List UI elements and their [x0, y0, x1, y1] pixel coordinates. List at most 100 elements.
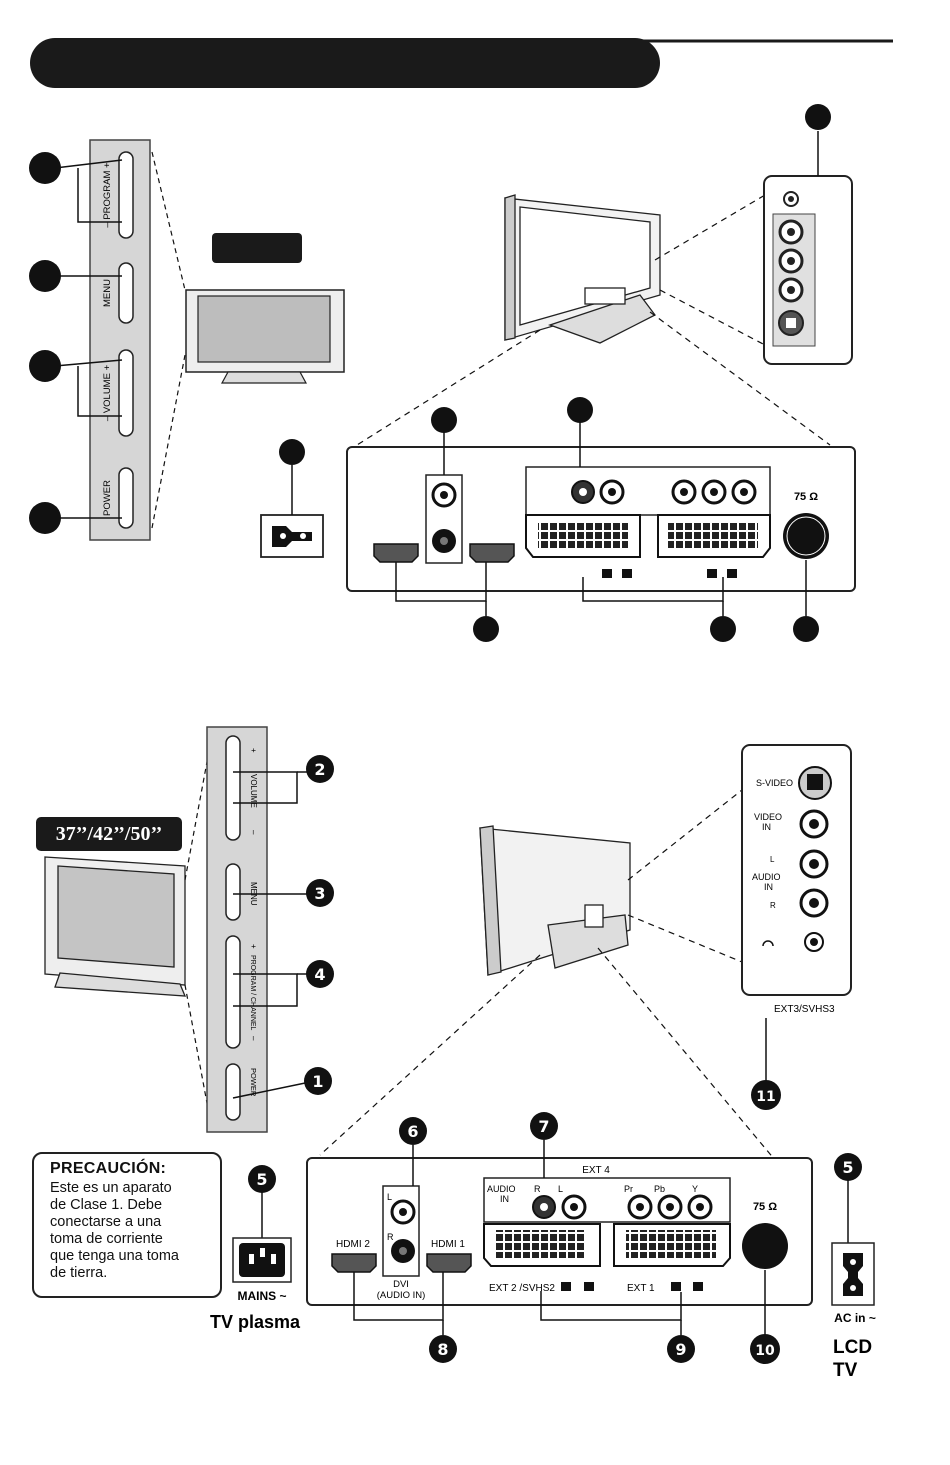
video-label: VIDEO	[754, 812, 782, 822]
antenna-label: 75 Ω	[794, 491, 818, 503]
callout-dot	[29, 260, 61, 292]
tv-model-badge	[212, 233, 302, 263]
antenna-port	[742, 1223, 788, 1269]
mains-label: MAINS ~	[237, 1289, 286, 1303]
audio-r-label: R	[770, 901, 776, 910]
callout-number: 10	[755, 1343, 775, 1359]
dvi-audio-in-label: (AUDIO IN)	[377, 1290, 426, 1301]
video-in-label: IN	[762, 822, 771, 832]
callout-7: 7	[530, 1112, 558, 1140]
antenna-label: 75 Ω	[753, 1201, 777, 1213]
callout-dot	[805, 104, 831, 130]
program-channel-label: PROGRAM / CHANNEL	[249, 955, 256, 1031]
ext4-label: EXT 4	[582, 1165, 610, 1176]
top-keypad: – PROGRAM + MENU – VOLUME + POWER	[29, 139, 151, 541]
ext4-l-label: L	[558, 1184, 563, 1194]
callout-8: 8	[429, 1335, 457, 1363]
ext4-pr-label: Pr	[624, 1184, 633, 1194]
callout-number: 5	[256, 1170, 267, 1189]
hdmi2-port	[331, 1253, 377, 1273]
callout-dot	[793, 616, 819, 642]
ext4-audio-label: AUDIO	[487, 1184, 516, 1194]
tv-front-illustration	[185, 233, 345, 384]
callout-1: 1	[304, 1067, 332, 1095]
audio-l-label: L	[770, 855, 775, 864]
callout-9: 9	[667, 1335, 695, 1363]
tv-label: TV	[833, 1360, 858, 1381]
dvi-l-label: L	[387, 1192, 392, 1202]
ext2-label: EXT 2 /SVHS2	[489, 1283, 555, 1294]
power-label: POWER	[249, 1068, 258, 1097]
volume-button[interactable]	[225, 735, 241, 841]
bottom-keypad: + VOLUME – MENU + PROGRAM / CHANNEL – PO…	[206, 726, 334, 1133]
tv-rear-37-50	[479, 825, 631, 976]
callout-dot	[567, 397, 593, 423]
audio-label: AUDIO	[752, 872, 781, 882]
caution-line: que tenga una toma	[50, 1248, 179, 1264]
tv-front-37-50	[44, 856, 187, 997]
hdmi2-label: HDMI 2	[336, 1239, 370, 1250]
callout-5-lcd: 5	[834, 1153, 862, 1181]
headphone-icon	[762, 940, 774, 947]
callout-number: 9	[675, 1340, 686, 1359]
bottom-side-panel: S-VIDEO VIDEO IN L AUDIO IN R EXT3/SVHS3…	[741, 744, 852, 1110]
power-label: POWER	[102, 480, 113, 516]
menu-label: MENU	[102, 279, 113, 307]
callout-dot	[29, 502, 61, 534]
tv-plasma-label: TV plasma	[210, 1312, 301, 1332]
callout-number: 8	[437, 1340, 448, 1359]
callout-number: 6	[407, 1122, 418, 1141]
volume-button[interactable]	[118, 349, 134, 437]
caution-line: conectarse a una	[50, 1214, 162, 1230]
callout-2: 2	[306, 755, 334, 783]
volume-minus-label: –	[249, 830, 258, 835]
callout-10: 10	[750, 1334, 780, 1364]
dvi-r-label: R	[387, 1232, 394, 1242]
mains-socket: 5 MAINS ~ TV plasma	[210, 1165, 301, 1332]
callout-dot	[710, 616, 736, 642]
volume-label: VOLUME	[249, 774, 258, 808]
top-mains-socket	[260, 439, 324, 558]
power-button[interactable]	[225, 1063, 241, 1121]
callout-number: 2	[314, 760, 325, 779]
lcd-label: LCD	[833, 1337, 872, 1358]
screen-size-badge: 37’’/42’’/50’’	[36, 817, 182, 851]
ext4-pb-label: Pb	[654, 1184, 665, 1194]
callout-5: 5	[248, 1165, 276, 1193]
callout-11: 11	[751, 1080, 781, 1110]
callout-4: 4	[306, 960, 334, 988]
volume-plus-label: +	[249, 748, 258, 753]
callout-number: 3	[314, 884, 325, 903]
power-button[interactable]	[118, 467, 134, 529]
ext1-label: EXT 1	[627, 1283, 655, 1294]
top-side-panel	[763, 104, 853, 365]
dvi-label: DVI	[393, 1279, 409, 1290]
top-rear-panel: 75 Ω	[346, 397, 856, 642]
callout-dot	[473, 616, 499, 642]
hdmi1-port	[426, 1253, 472, 1273]
caution-line: Este es un aparato	[50, 1180, 172, 1196]
volume-label: – VOLUME +	[102, 364, 113, 421]
caution-title: PRECAUCIÓN:	[50, 1160, 167, 1177]
program-label: – PROGRAM +	[102, 162, 113, 228]
menu-button[interactable]	[225, 863, 241, 921]
program-button[interactable]	[118, 151, 134, 239]
svideo-label: S-VIDEO	[756, 778, 793, 788]
callout-number: 1	[312, 1072, 323, 1091]
caution-line: de tierra.	[50, 1265, 108, 1281]
program-channel-button[interactable]	[225, 935, 241, 1049]
callout-dot	[29, 152, 61, 184]
bottom-rear-panel: L R DVI (AUDIO IN) HDMI 2 HDMI 1 EXT 4 A…	[306, 1112, 813, 1364]
tv-rear-illustration	[504, 194, 661, 344]
ext4-y-label: Y	[692, 1184, 698, 1194]
callout-dot	[29, 350, 61, 382]
program-minus-label: –	[249, 1036, 258, 1041]
hdmi1-label: HDMI 1	[431, 1239, 465, 1250]
ac-in-socket: 5 AC in ~ LCD TV	[831, 1153, 876, 1381]
audio-in-label: IN	[764, 882, 773, 892]
callout-dot	[279, 439, 305, 465]
callout-number: 4	[314, 965, 325, 984]
menu-button[interactable]	[118, 262, 134, 324]
ext4-r-label: R	[534, 1184, 541, 1194]
